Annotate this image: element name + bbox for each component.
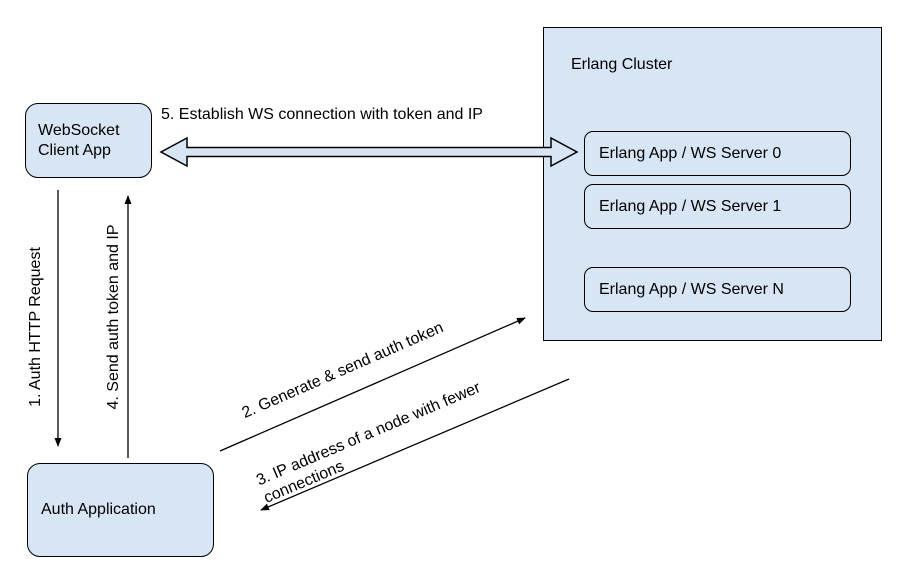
ws-server-n-node: Erlang App / WS Server N xyxy=(584,267,851,312)
edge-label-establish-ws: 5. Establish WS connection with token an… xyxy=(161,106,483,123)
auth-application-node: Auth Application xyxy=(27,463,214,557)
ws-server-n-label: Erlang App / WS Server N xyxy=(599,280,784,298)
ws-server-0-label: Erlang App / WS Server 0 xyxy=(599,144,782,162)
websocket-client-node: WebSocket Client App xyxy=(25,103,152,178)
edge-label-send-token-ip: 4. Send auth token and IP xyxy=(105,224,122,410)
auth-application-label: Auth Application xyxy=(41,501,156,518)
ws-server-0-node: Erlang App / WS Server 0 xyxy=(584,131,851,176)
websocket-client-label: WebSocket Client App xyxy=(38,121,120,159)
arrow-establish-ws-connection xyxy=(159,136,579,168)
ws-server-1-label: Erlang App / WS Server 1 xyxy=(599,197,782,215)
erlang-cluster-label: Erlang Cluster xyxy=(571,56,673,73)
erlang-cluster-container: Erlang Cluster Erlang App / WS Server 0 … xyxy=(543,27,882,341)
edge-label-auth-http-request: 1. Auth HTTP Request xyxy=(27,247,44,407)
ws-server-1-node: Erlang App / WS Server 1 xyxy=(584,184,851,229)
